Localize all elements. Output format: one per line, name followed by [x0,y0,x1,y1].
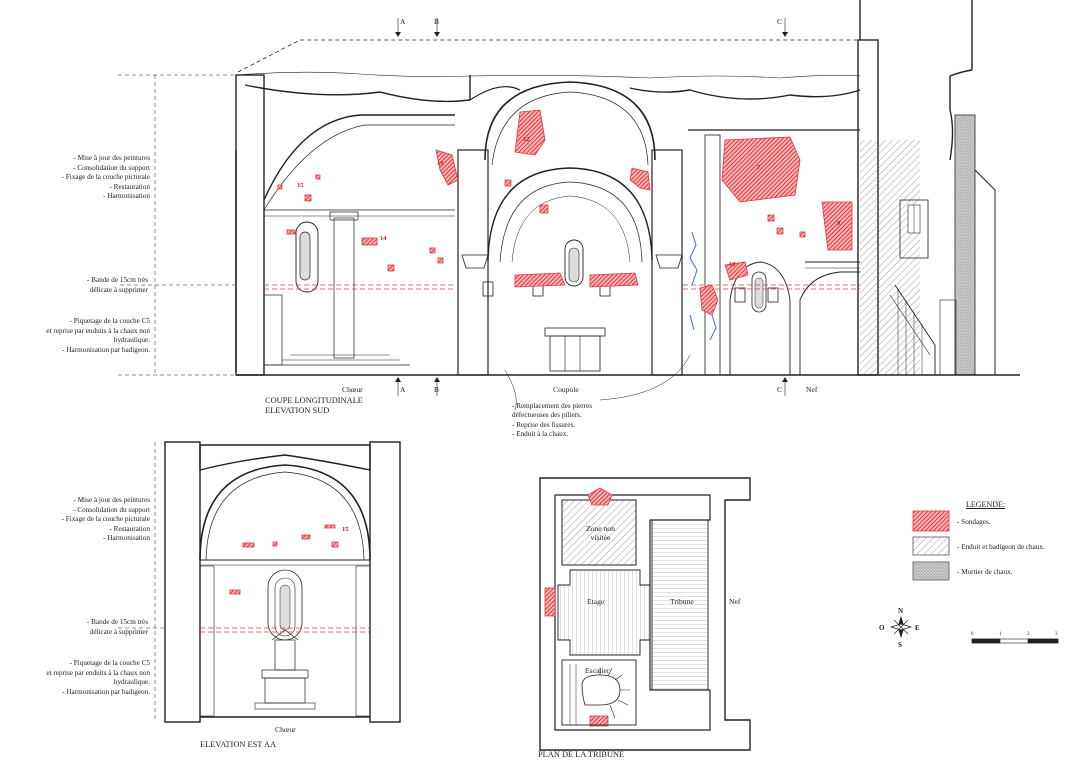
roof-line [237,39,860,73]
label-etage: Etage [587,597,605,606]
sondage-number-15-east: 15 [342,526,349,533]
label-nef-top: Nef [806,385,818,394]
sondages-top [277,109,853,316]
plan-outline [539,477,751,751]
pier-right [651,149,683,376]
pier-left [457,149,489,376]
section-mark-a-top: A [400,17,406,26]
sondage-number-10: 10 [729,261,736,268]
sondage-number-9: 9 [837,220,841,227]
crack-3 [689,314,695,331]
choir-column [333,217,355,359]
sondage-number-13: 13 [437,160,444,167]
compass-rose [889,615,913,639]
choir-vault [263,114,455,201]
etage-floor [557,569,651,656]
label-zone-non-visitee: Zone non visitée [586,524,615,542]
altar-tabernacle [274,639,296,671]
annotation-bande-top: - Bande de 15cm très délicate à supprime… [86,276,148,294]
title-elevation-sud: ELEVATION SUD [265,406,330,415]
section-mark-c-top: C [777,17,783,26]
sondages-east [229,524,339,595]
stair-well [561,659,637,726]
tower-plaster [860,140,920,375]
sondage-number-7: 7 [757,164,761,171]
legend-swatch-enduit [912,536,950,556]
legend-item-enduit: - Enduit et badigeon de chaux. [957,543,1045,551]
legend-item-mortier: - Mortier de chaux. [957,568,1013,576]
band-sondage-2 [589,272,639,288]
section-mark-b-bottom: B [434,385,440,394]
legend-swatch-mortier [912,561,950,581]
vault-upper-right [629,87,861,100]
annotation-peintures-top: - Mise à jour des peintures - Consolidat… [61,154,150,201]
coupole-altar [544,327,606,337]
title-elevation-est: ELEVATION EST AA [200,740,276,749]
band-sondage-1 [514,272,566,288]
coupole-arch [487,167,653,261]
section-mark-c-bottom: C [777,385,783,394]
legend-swatches [912,510,950,581]
dome [484,81,656,161]
mortar-zone [954,114,976,376]
sondage-7 [721,136,801,203]
annotation-piliers: - Remplacement des pierres défectueuses … [512,402,593,439]
scale-label-1: 1 [999,632,1002,637]
sondage-3 [629,167,651,191]
staircase-rail [894,284,936,375]
compass-e: E [915,624,920,632]
choir-window [295,221,319,293]
annotation-peintures-bottom: - Mise à jour des peintures - Consolidat… [61,496,150,543]
longitudinal-section [118,0,1020,411]
compass-n: N [898,607,904,615]
nave-arch [729,261,791,375]
crack-1 [689,231,698,286]
annotation-bande-bottom: - Bande de 15cm très délicate à supprime… [86,618,148,636]
sondage-number-15: 15 [297,182,304,189]
sondage-crack [699,284,719,316]
sondage-13 [435,149,459,186]
coupole-window [564,239,584,287]
scale-label-3: 3 [1055,632,1058,637]
vault-crest [237,71,861,79]
crack-2 [709,314,717,341]
scale-label-0: 0 [971,632,974,637]
title-coupe: COUPE LONGITUDINALE [265,396,363,405]
label-choeur-bottom: Chœur [275,725,296,734]
label-tribune: Tribune [670,597,694,606]
vault-upper-left [244,84,471,103]
label-nef-plan: Nef [729,597,741,606]
label-escalier: Escalier [585,666,610,675]
legend-item-sondages: - Sondages. [957,518,991,526]
compass-s: S [898,641,902,649]
tribune-floor [651,519,709,691]
tribune-plan [539,477,751,751]
scale-bar [971,638,1059,644]
sondage-9 [821,201,853,251]
sondage-12 [514,109,546,156]
section-mark-a-bottom: A [400,385,406,394]
wall-left [235,74,265,376]
label-choeur-top: Chœur [342,385,363,394]
section-mark-b-top: B [434,17,440,26]
compass-o: O [879,624,885,632]
title-plan-tribune: PLAN DE LA TRIBUNE [538,750,625,759]
annotation-piquetage-bottom: - Piquetage de la couche C5 et reprise p… [46,659,150,696]
scale-label-2: 2 [1027,632,1030,637]
annotation-piquetage-top: - Piquetage de la couche C5 et reprise p… [46,317,150,354]
sondage-10 [724,261,749,281]
east-vault [199,464,371,561]
sondage-number-14: 14 [380,235,387,242]
legend-title: LEGENDE: [966,500,1006,509]
leader-piliers [504,369,517,411]
label-coupole: Coupole [553,385,579,394]
sondage-number-12: 12 [523,136,530,143]
east-elevation [118,441,401,723]
sondage-14 [361,237,378,246]
zone-non-visitee [561,499,637,566]
legend-swatch-sondages [912,510,950,532]
